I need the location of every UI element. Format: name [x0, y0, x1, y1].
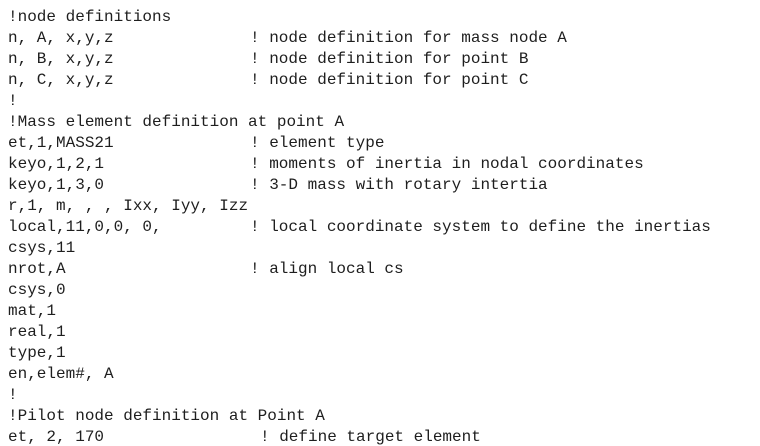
code-text: !Pilot node definition at Point A	[8, 407, 325, 425]
code-text: keyo,1,3,0	[8, 176, 105, 194]
code-text: n, B, x,y,z	[8, 50, 114, 68]
code-line: csys,0	[8, 280, 760, 301]
code-comment: ! 3-D mass with rotary intertia	[250, 176, 548, 194]
code-line: !node definitions	[8, 7, 760, 28]
code-text: csys,11	[8, 239, 76, 257]
code-line: !	[8, 385, 760, 406]
code-text: local,11,0,0, 0,	[8, 218, 162, 236]
code-text: csys,0	[8, 281, 66, 299]
code-comment: ! node definition for point B	[250, 50, 529, 68]
code-line: !	[8, 91, 760, 112]
code-text: en,elem#, A	[8, 365, 114, 383]
code-text: mat,1	[8, 302, 57, 320]
code-line: keyo,1,2,1 ! moments of inertia in nodal …	[8, 154, 760, 175]
code-line: mat,1	[8, 301, 760, 322]
code-text: et, 2, 170	[8, 428, 105, 446]
code-text: n, C, x,y,z	[8, 71, 114, 89]
code-text: n, A, x,y,z	[8, 29, 114, 47]
code-text: r,1, m, , , Ixx, Iyy, Izz	[8, 197, 249, 215]
code-line: !Mass element definition at point A	[8, 112, 760, 133]
code-text: keyo,1,2,1	[8, 155, 105, 173]
code-line: en,elem#, A	[8, 364, 760, 385]
code-line: real,1	[8, 322, 760, 343]
code-comment: ! node definition for point C	[250, 71, 529, 89]
code-text: !	[8, 92, 18, 110]
code-line: n, B, x,y,z ! node definition for point B	[8, 49, 760, 70]
code-line: et,1,MASS21 ! element type	[8, 133, 760, 154]
code-line: !Pilot node definition at Point A	[8, 406, 760, 427]
code-comment: ! node definition for mass node A	[250, 29, 567, 47]
code-line: et, 2, 170 ! define target element	[8, 427, 760, 446]
code-line: keyo,1,3,0 ! 3-D mass with rotary interti…	[8, 175, 760, 196]
code-comment: ! define target element	[260, 428, 481, 446]
code-comment: ! element type	[250, 134, 385, 152]
code-text: nrot,A	[8, 260, 66, 278]
code-text: !node definitions	[8, 8, 172, 26]
code-line: local,11,0,0, 0, ! local coordinate syste…	[8, 217, 760, 238]
code-line: type,1	[8, 343, 760, 364]
code-text: type,1	[8, 344, 66, 362]
code-comment: ! align local cs	[250, 260, 404, 278]
code-line: n, C, x,y,z ! node definition for point C	[8, 70, 760, 91]
code-comment: ! local coordinate system to define the …	[250, 218, 711, 236]
code-text: real,1	[8, 323, 66, 341]
code-comment: ! moments of inertia in nodal coordinate…	[250, 155, 644, 173]
code-line: csys,11	[8, 238, 760, 259]
code-text: !Mass element definition at point A	[8, 113, 345, 131]
code-line: nrot,A ! align local cs	[8, 259, 760, 280]
code-text: et,1,MASS21	[8, 134, 114, 152]
code-line: n, A, x,y,z ! node definition for mass no…	[8, 28, 760, 49]
code-text: !	[8, 386, 18, 404]
code-line: r,1, m, , , Ixx, Iyy, Izz	[8, 196, 760, 217]
